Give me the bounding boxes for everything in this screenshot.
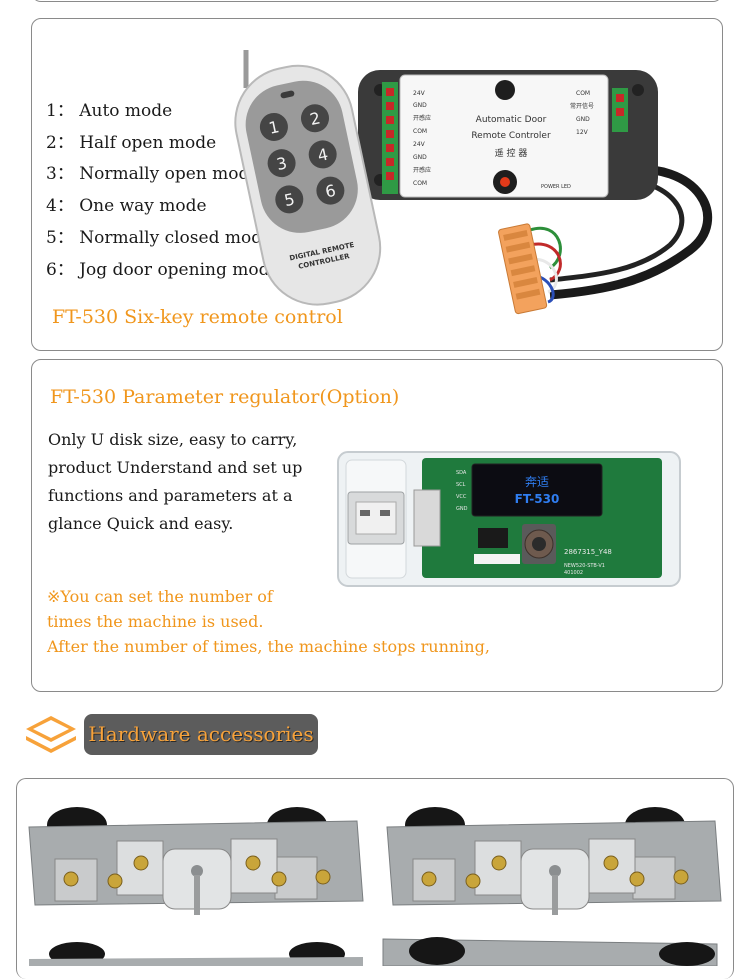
svg-text:POWER LED: POWER LED <box>541 184 571 190</box>
top-panel-remnant <box>31 0 723 2</box>
svg-text:COM: COM <box>413 128 427 135</box>
remote-fob: 1 2 3 4 5 6 DIGITAL REMOTE CONTROLLER <box>234 50 382 306</box>
svg-text:GND: GND <box>413 154 427 161</box>
description-line: product Understand and set up <box>48 458 303 477</box>
terminal-connector <box>498 223 548 315</box>
svg-text:奔适: 奔适 <box>525 475 549 489</box>
svg-text:GND: GND <box>413 102 427 109</box>
mode-4: 4： One way mode <box>46 196 207 216</box>
svg-text:SDA: SDA <box>456 470 467 476</box>
svg-text:1: 1 <box>267 117 281 138</box>
svg-text:开感应: 开感应 <box>413 114 431 122</box>
note-line-2: times the machine is used. <box>47 612 264 631</box>
svg-text:遥 控 器: 遥 控 器 <box>495 147 528 159</box>
svg-text:2: 2 <box>308 108 322 129</box>
hardware-heading: Hardware accessories <box>88 722 314 746</box>
mode-3: 3： Normally open mode <box>46 164 260 184</box>
svg-text:Remote Controler: Remote Controler <box>471 131 551 141</box>
svg-text:5: 5 <box>282 189 296 210</box>
svg-text:4: 4 <box>316 145 330 166</box>
svg-text:NEW520-STB-V1: NEW520-STB-V1 <box>564 563 605 569</box>
note-line-1: ※You can set the number of <box>47 587 273 606</box>
description-line: glance Quick and easy. <box>48 514 234 533</box>
svg-text:COM: COM <box>576 90 590 97</box>
regulator-description: Only U disk size, easy to carry, product… <box>48 426 338 538</box>
mode-6: 6： Jog door opening mode <box>46 260 280 280</box>
note-line-3: After the number of times, the machine s… <box>47 637 490 656</box>
stack-icon <box>26 716 76 753</box>
svg-text:开感应: 开感应 <box>413 166 431 174</box>
mode-2: 2： Half open mode <box>46 133 217 153</box>
description-line: Only U disk size, easy to carry, <box>48 430 298 449</box>
svg-text:401002: 401002 <box>564 570 583 576</box>
regulator-title: FT-530 Parameter regulator(Option) <box>50 386 400 408</box>
remote-keypad: 1 2 3 4 5 6 <box>259 104 345 214</box>
svg-text:GND: GND <box>576 116 590 123</box>
remote-controller-illustration: Automatic Door Remote Controler 遥 控 器 PO… <box>234 50 712 315</box>
controller-box: Automatic Door Remote Controler 遥 控 器 PO… <box>358 70 658 200</box>
svg-text:24V: 24V <box>413 90 426 97</box>
description-line: functions and parameters at a <box>48 486 293 505</box>
svg-text:2867315_Y48: 2867315_Y48 <box>564 548 612 556</box>
svg-text:VCC: VCC <box>456 494 467 500</box>
regulator-device-illustration: 奔适 FT-530 SDA SCL VCC GND 2867315_Y48 NE… <box>337 451 681 587</box>
svg-text:COM: COM <box>413 180 427 187</box>
svg-text:GND: GND <box>456 506 468 512</box>
mode-1: 1： Auto mode <box>46 101 173 121</box>
mode-5: 5： Normally closed mode <box>46 228 273 248</box>
svg-text:Automatic Door: Automatic Door <box>476 115 547 125</box>
svg-text:3: 3 <box>275 153 289 174</box>
hardware-accessories-tag: Hardware accessories <box>84 714 318 755</box>
remote-caption: FT-530 Six-key remote control <box>52 306 343 328</box>
svg-text:FT-530: FT-530 <box>515 492 560 506</box>
hanger-wheel-assemblies <box>28 806 722 966</box>
svg-text:常开信号: 常开信号 <box>570 102 594 110</box>
svg-text:12V: 12V <box>576 129 589 136</box>
svg-text:24V: 24V <box>413 141 426 148</box>
svg-text:SCL: SCL <box>456 482 466 488</box>
svg-text:6: 6 <box>324 181 338 202</box>
